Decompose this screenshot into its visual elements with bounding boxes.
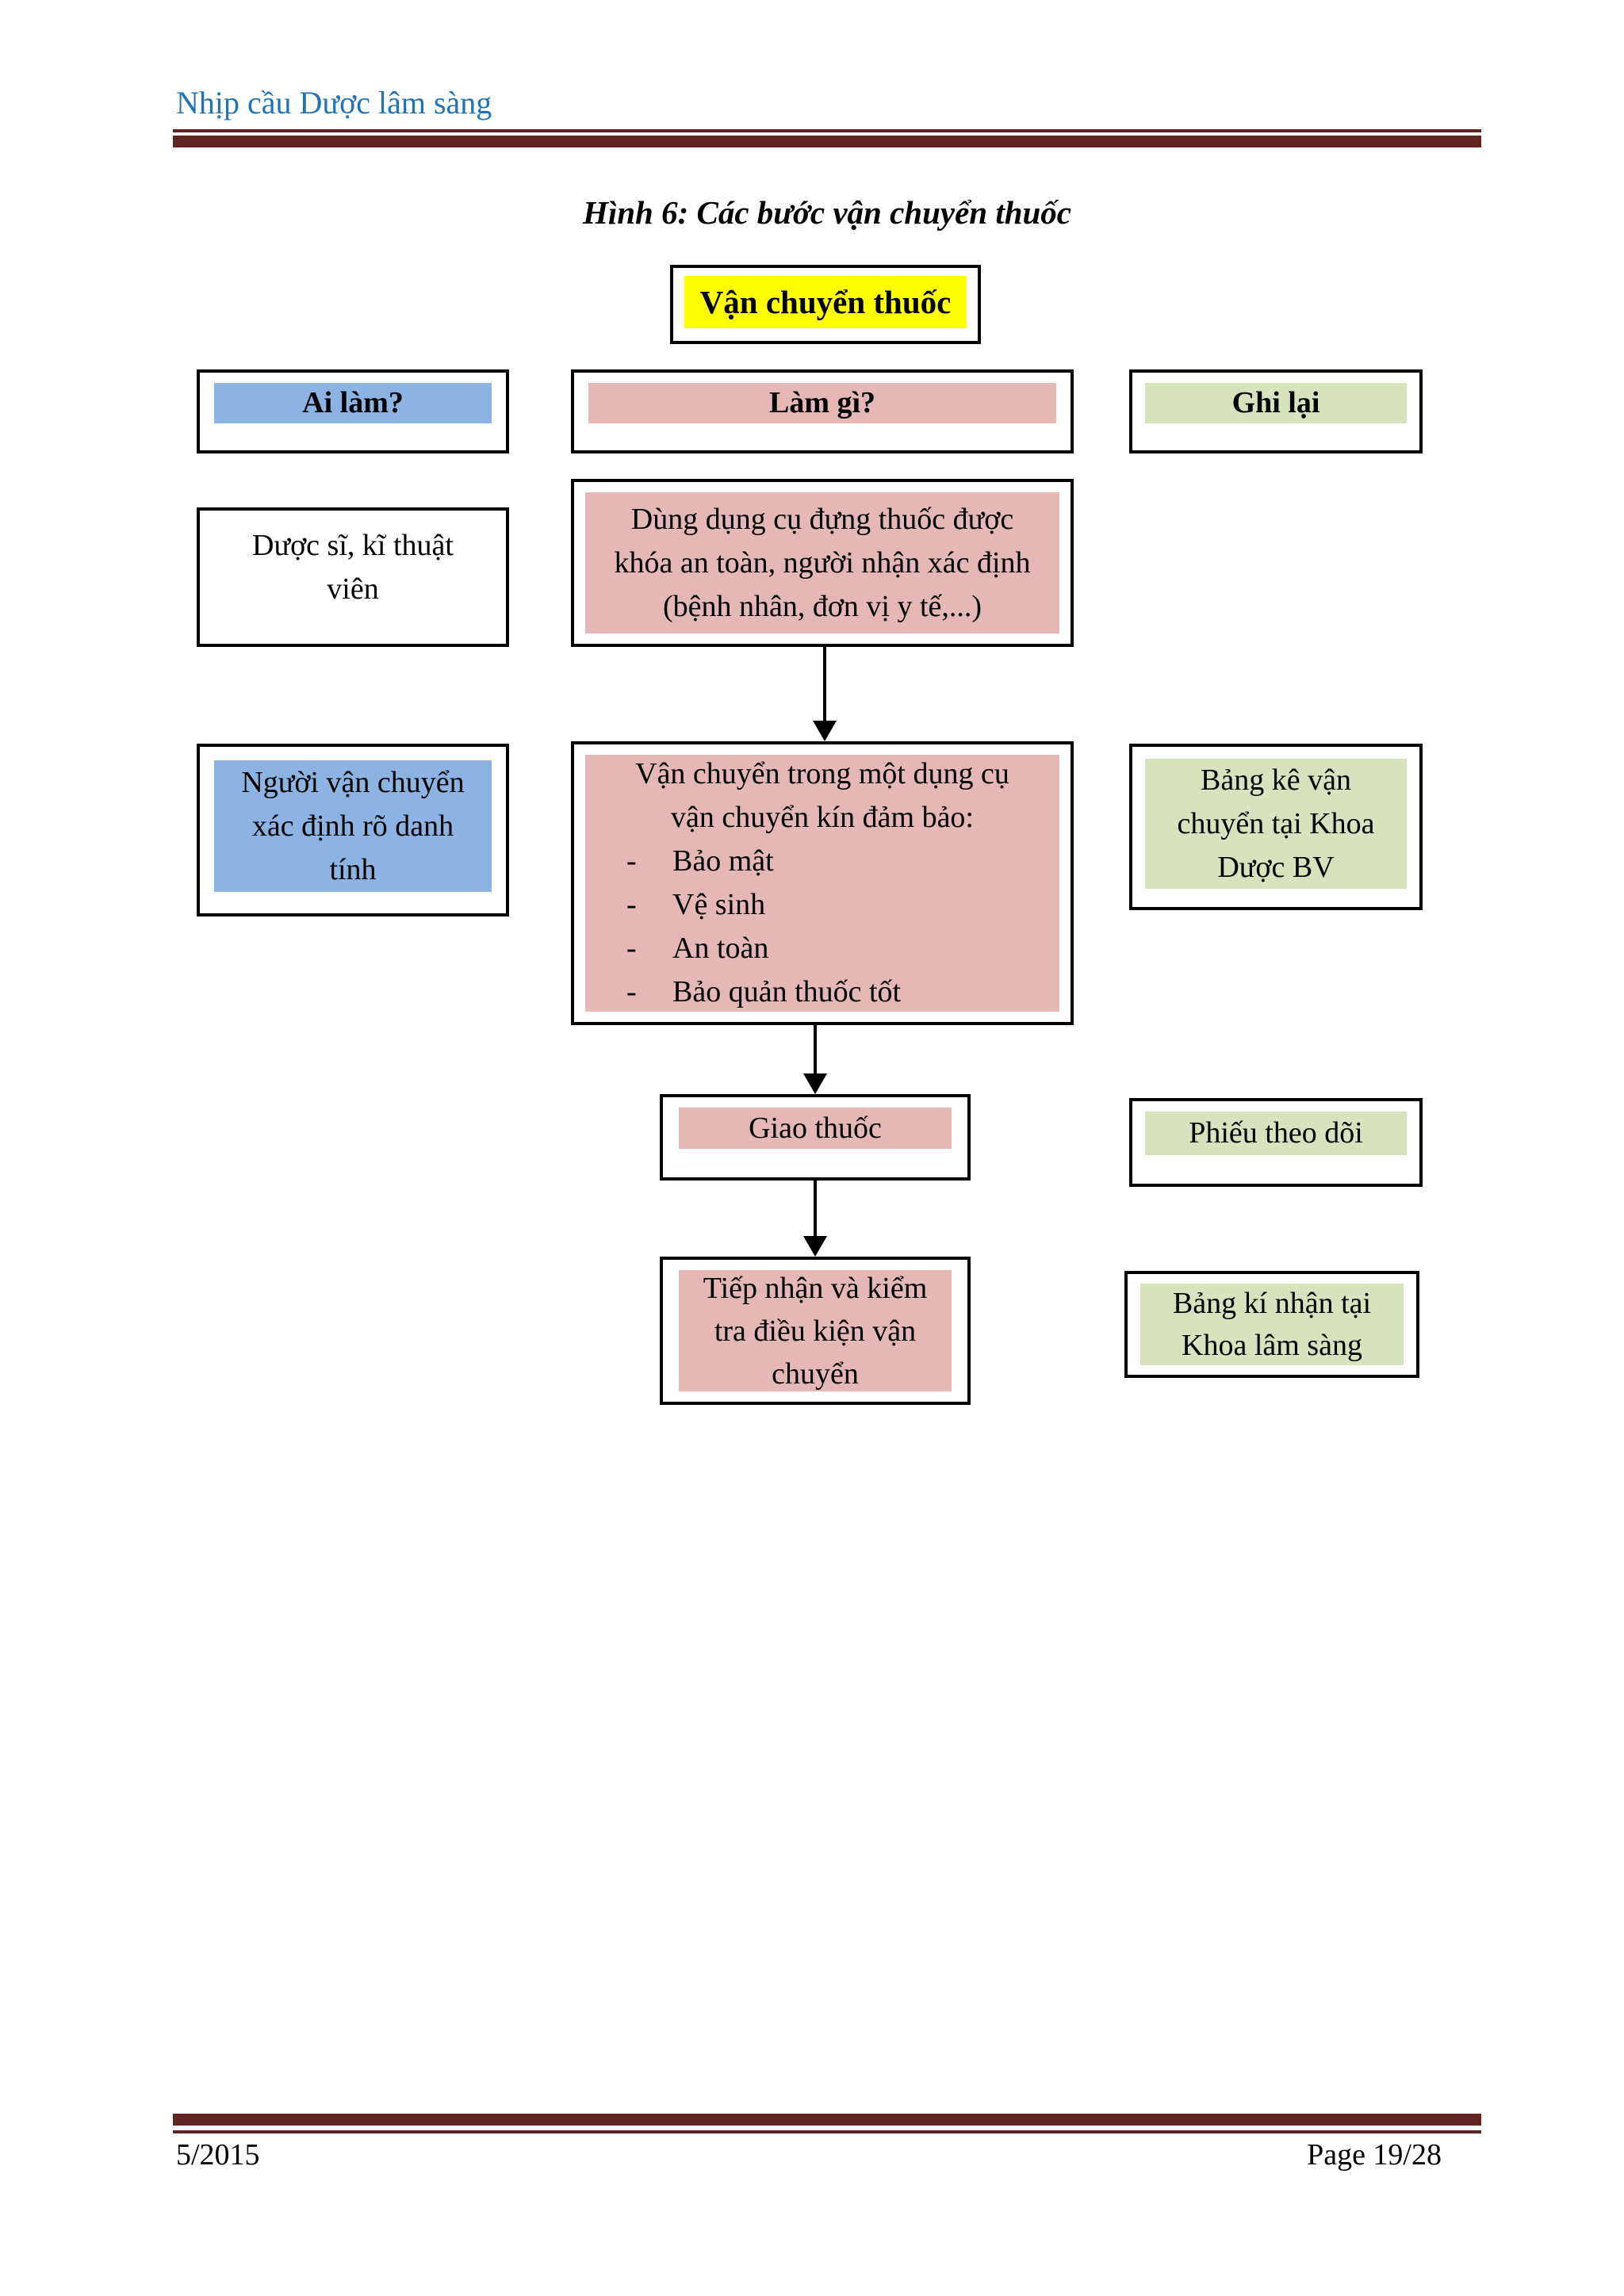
list-item: - An toàn: [626, 932, 769, 965]
arrowhead-icon: [803, 1073, 827, 1094]
column-header-who-box: Ai làm?: [197, 369, 509, 453]
arrow-down-2: [803, 1025, 827, 1094]
column-header-record-box: Ghi lại: [1129, 369, 1423, 453]
record-box-1: Bảng kê vận chuyển tại Khoa Dược BV: [1129, 744, 1423, 910]
footer-date: 5/2015: [176, 2138, 260, 2172]
record-box-2: Phiếu theo dõi: [1129, 1098, 1423, 1187]
column-header-what-label: Làm gì?: [588, 383, 1056, 423]
what-box-3-text: Giao thuốc: [679, 1108, 952, 1149]
what-box-1-text: Dùng dụng cụ đựng thuốc được khóa an toà…: [585, 492, 1059, 633]
column-header-what-box: Làm gì?: [571, 369, 1074, 453]
list-item: - Vệ sinh: [626, 888, 766, 921]
who-box-2-text: Người vận chuyển xác định rõ danh tính: [214, 760, 492, 892]
list-item: - Bảo quản thuốc tốt: [626, 975, 902, 1008]
record-box-3-text: Bảng kí nhận tại Khoa lâm sàng: [1140, 1284, 1404, 1365]
header-rule-thin: [173, 129, 1481, 132]
flowchart-root-box: Vận chuyển thuốc: [670, 265, 981, 344]
record-box-3: Bảng kí nhận tại Khoa lâm sàng: [1124, 1271, 1419, 1378]
footer-rule-thin: [173, 2130, 1481, 2133]
arrow-down-3: [803, 1181, 827, 1257]
what-box-3: Giao thuốc: [660, 1094, 971, 1181]
column-header-who-label: Ai làm?: [214, 383, 492, 423]
page-footer: 5/2015 Page 19/28: [176, 2137, 1442, 2172]
arrow-down-1: [813, 647, 837, 741]
flowchart-root-label: Vận chuyển thuốc: [684, 276, 967, 328]
who-box-2: Người vận chuyển xác định rõ danh tính: [197, 744, 509, 916]
record-box-2-text: Phiếu theo dõi: [1145, 1112, 1407, 1155]
who-box-1-text: Dược sĩ, kĩ thuật viên: [252, 529, 454, 606]
what-box-2-text: Vận chuyển trong một dụng cụ vận chuyển …: [585, 755, 1059, 1012]
arrowhead-icon: [803, 1236, 827, 1257]
what-box-2: Vận chuyển trong một dụng cụ vận chuyển …: [571, 741, 1074, 1025]
figure-caption: Hình 6: Các bước vận chuyển thuốc: [582, 194, 1072, 231]
page-header-title: Nhịp cầu Dược lâm sàng: [176, 85, 492, 121]
footer-page-number: Page 19/28: [1307, 2138, 1442, 2172]
list-item: - Bảo mật: [626, 844, 774, 878]
header-rule-thick: [173, 136, 1481, 147]
arrowhead-icon: [813, 721, 837, 741]
who-box-1: Dược sĩ, kĩ thuật viên: [197, 507, 509, 647]
column-header-record-label: Ghi lại: [1145, 383, 1407, 423]
what-box-4-text: Tiếp nhận và kiểm tra điều kiện vận chuy…: [679, 1270, 952, 1391]
record-box-1-text: Bảng kê vận chuyển tại Khoa Dược BV: [1145, 759, 1407, 889]
what-box-1: Dùng dụng cụ đựng thuốc được khóa an toà…: [571, 479, 1074, 647]
footer-rule-thick: [173, 2114, 1481, 2126]
what-box-4: Tiếp nhận và kiểm tra điều kiện vận chuy…: [660, 1257, 971, 1405]
